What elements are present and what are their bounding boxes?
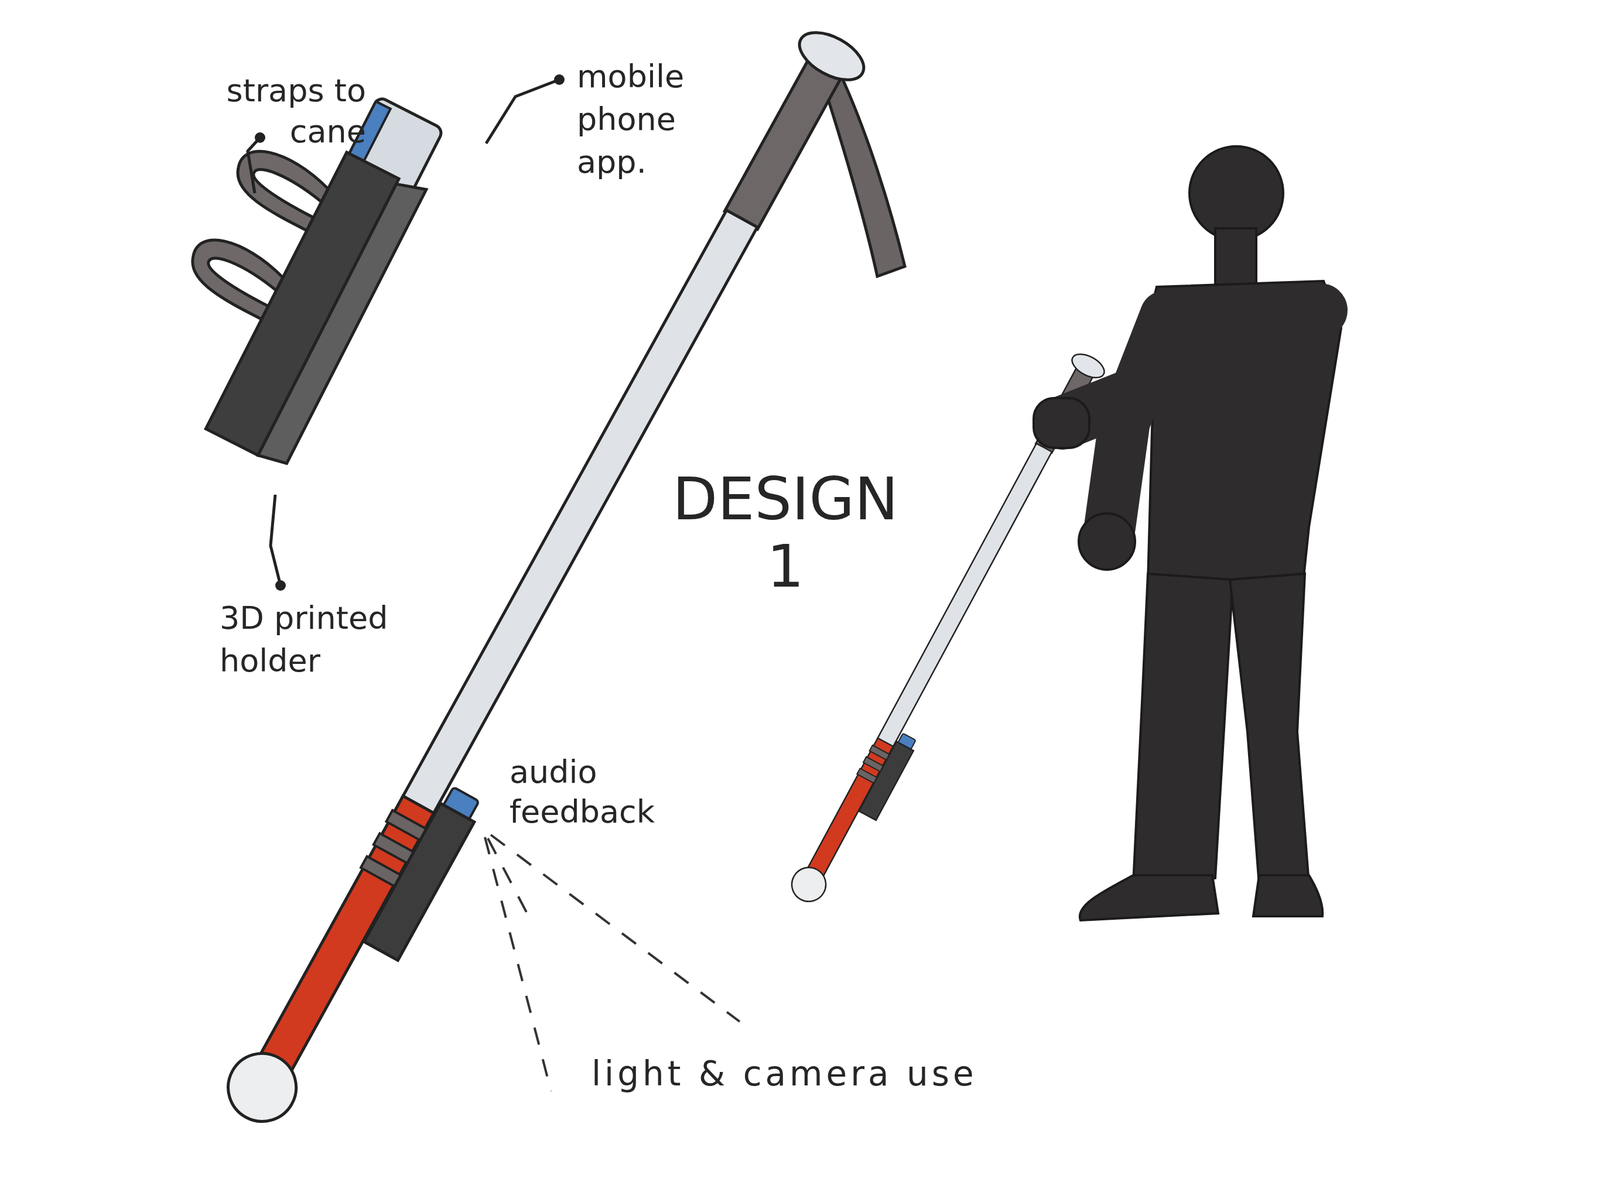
part-label: straps to cane bbox=[166, 70, 367, 153]
cane-strap bbox=[819, 65, 905, 277]
white-cane-small bbox=[785, 349, 1119, 914]
design-title: DESIGN 1 bbox=[656, 465, 915, 601]
camera-beam bbox=[484, 835, 740, 1092]
part-label: 3D printed holder bbox=[219, 597, 443, 683]
part-label: mobile phone app. bbox=[576, 55, 730, 184]
holder-detail bbox=[125, 53, 455, 470]
feature-label: audio feedback bbox=[509, 752, 697, 832]
leader-dot bbox=[254, 74, 565, 591]
person-silhouette bbox=[1033, 146, 1342, 921]
feature-label: light & camera use bbox=[591, 1054, 978, 1096]
leader-line bbox=[247, 79, 560, 586]
